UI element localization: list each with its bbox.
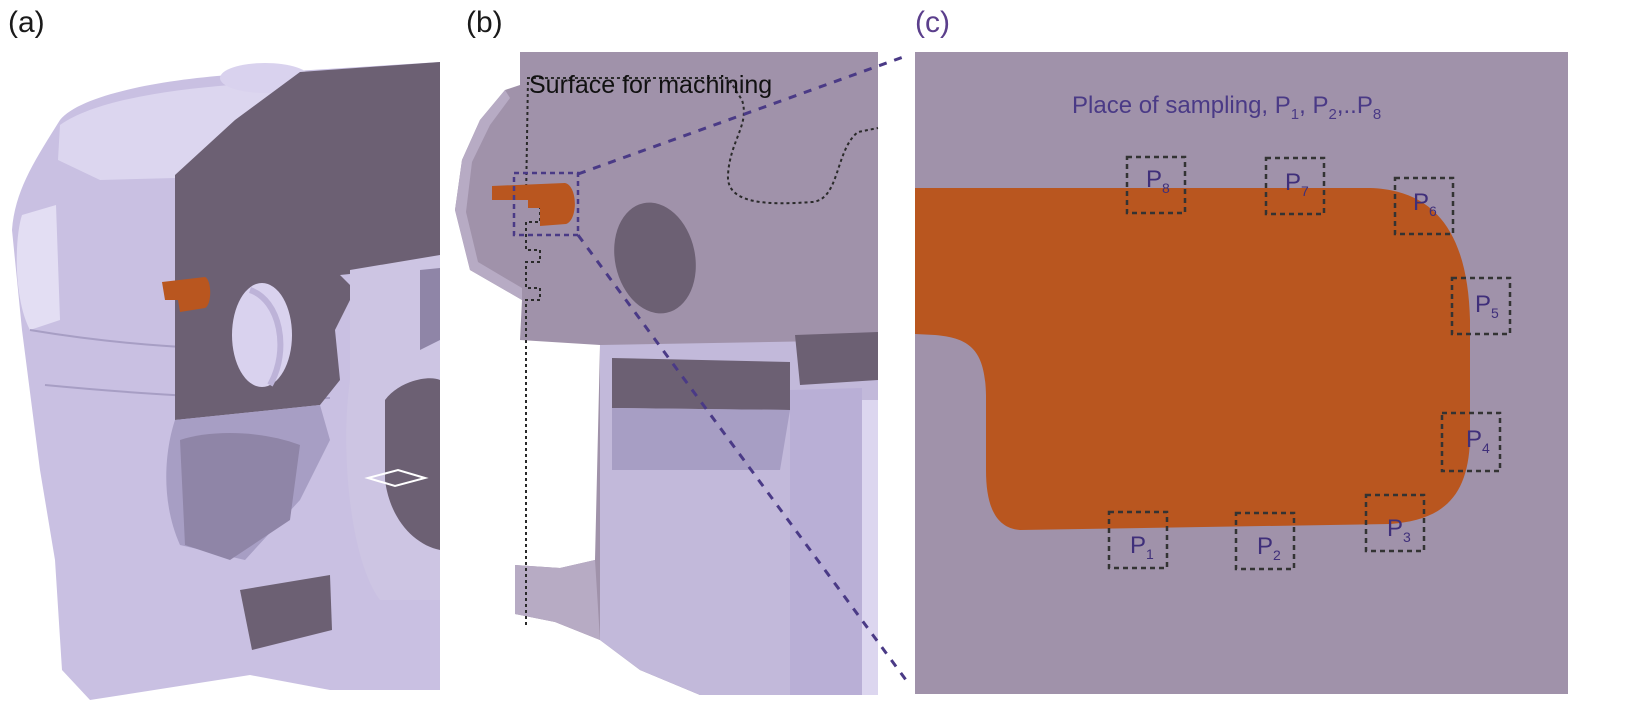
sampling-box	[1264, 156, 1326, 216]
sampling-label: P8	[1146, 166, 1170, 196]
sampling-box	[1450, 276, 1512, 336]
sampling-label: P7	[1285, 169, 1309, 199]
section-insert-orange	[492, 183, 575, 226]
part-lower-ledge	[240, 575, 332, 650]
section-plane-marker	[364, 468, 429, 488]
zoom-connector-top	[577, 54, 907, 176]
section-recess-edge	[862, 400, 878, 695]
sampling-point-p4: P4	[1440, 411, 1502, 473]
part-bore-shadow	[385, 378, 440, 550]
sampling-box	[1234, 511, 1296, 571]
section-recess-face	[612, 408, 790, 470]
machining-outline	[524, 77, 879, 625]
section-recess-slot	[612, 358, 790, 410]
sampling-title: Place of sampling, P1, P2,..P8	[1072, 92, 1381, 123]
sampling-point-p2: P2	[1234, 511, 1296, 571]
part-bore-slot	[420, 268, 440, 350]
sampling-box	[1364, 493, 1426, 553]
section-recess-top	[795, 332, 878, 385]
sampling-point-p5: P5	[1450, 276, 1512, 336]
section-lower-lip	[515, 560, 600, 640]
sampling-point-p7: P7	[1264, 156, 1326, 216]
sampling-label: P4	[1466, 426, 1490, 456]
zoom-box	[512, 171, 580, 237]
sampling-box	[1393, 176, 1455, 236]
sampling-label: P3	[1387, 515, 1411, 545]
magnified-insert-orange	[915, 188, 1470, 530]
section-oval-hole	[614, 202, 696, 314]
panel-a: (a)	[8, 6, 440, 700]
panel-c-label: (c)	[915, 6, 950, 39]
panel-a-label: (a)	[8, 6, 45, 39]
sampling-label: P5	[1475, 291, 1499, 321]
sampling-label: P2	[1257, 533, 1281, 563]
sampling-point-p3: P3	[1364, 493, 1426, 553]
zoom-connector-bottom	[576, 234, 908, 681]
part-insert-orange	[162, 277, 211, 312]
sampling-label: P6	[1413, 189, 1437, 219]
sampling-point-p6: P6	[1393, 176, 1455, 236]
sampling-box	[1107, 510, 1169, 570]
part-cavity-shadow	[180, 433, 300, 560]
section-rim	[455, 90, 522, 300]
sampling-point-p8: P8	[1125, 155, 1187, 215]
sampling-point-p1: P1	[1107, 510, 1169, 570]
section-recess-wall	[790, 388, 862, 695]
callout-surface-machining: Surface for machining	[529, 71, 772, 99]
sampling-label: P1	[1130, 532, 1154, 562]
panel-b-label: (b)	[466, 6, 503, 39]
panel-c: (c) Place of sampling, P1, P2,..P8 P1 P2…	[915, 6, 1568, 694]
panel-b: (b) Surface for machining	[455, 6, 879, 695]
part-hole-shade	[248, 287, 284, 387]
sampling-box	[1440, 411, 1502, 473]
sampling-box	[1125, 155, 1187, 215]
part-left-bulge	[16, 205, 60, 330]
